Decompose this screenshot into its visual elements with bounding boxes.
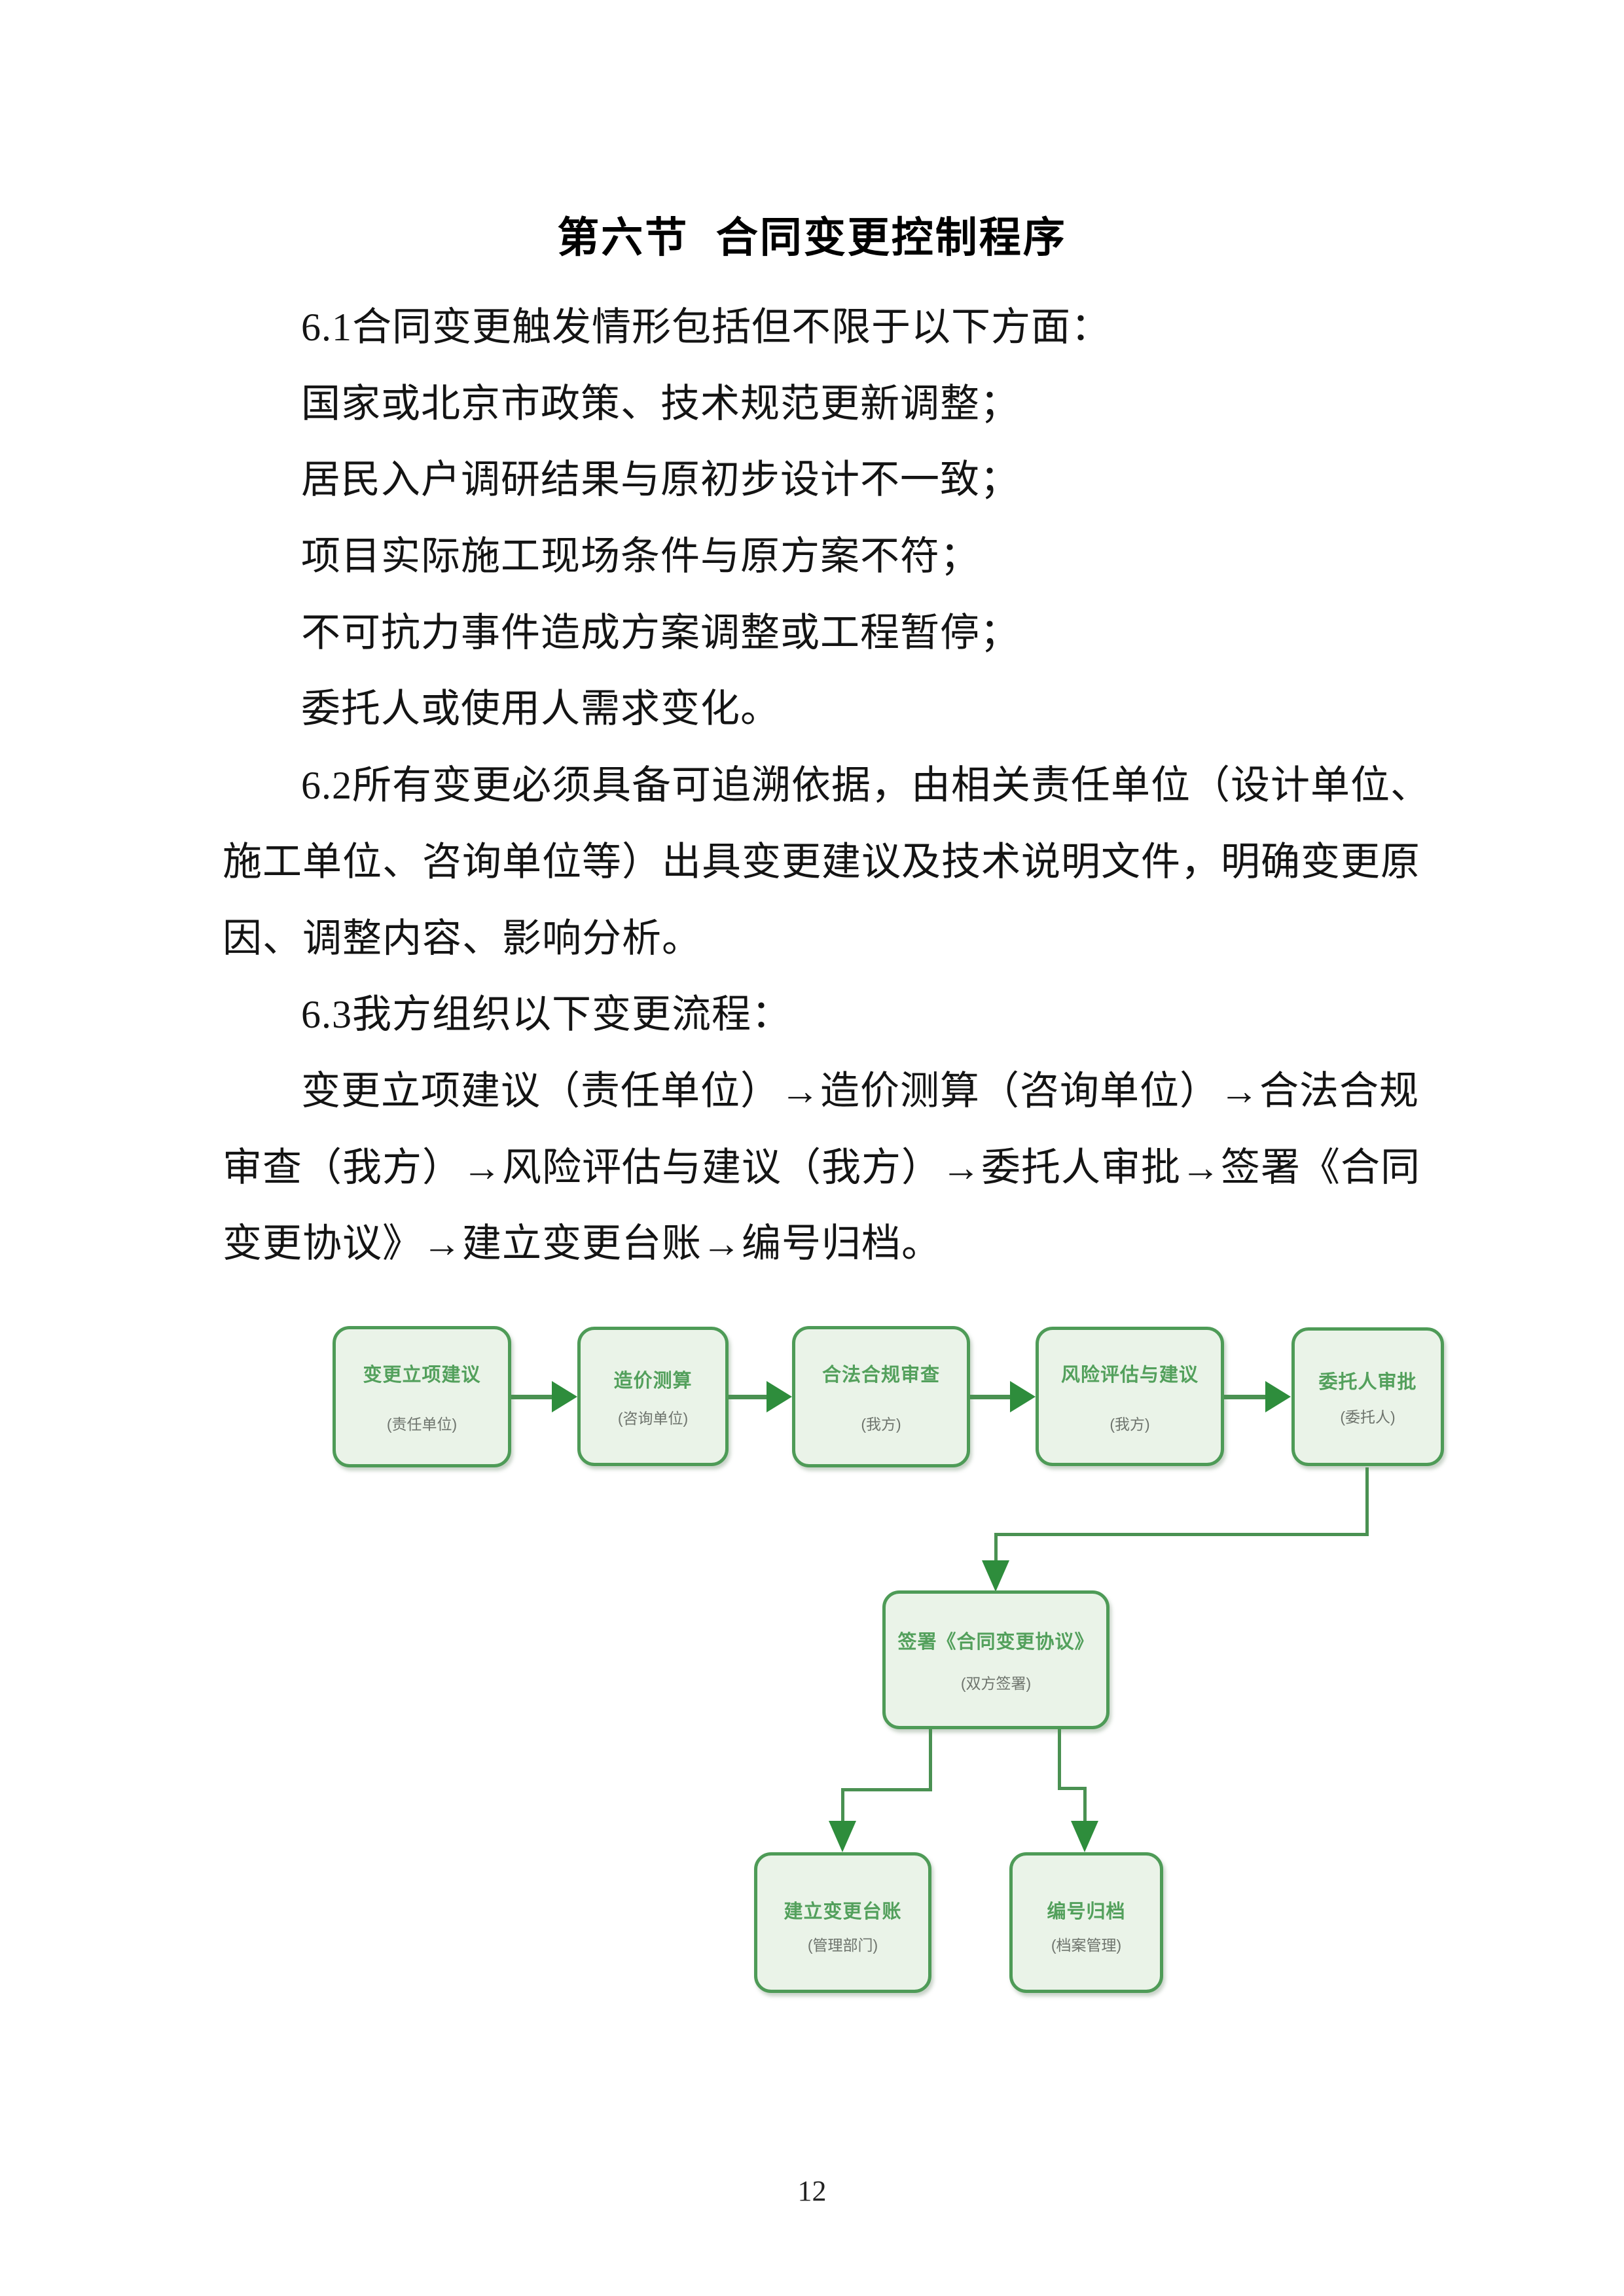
flow-box-change-ledger: 建立变更台账 (管理部门): [754, 1852, 931, 1993]
flow-box-client-approval: 委托人审批 (委托人): [1291, 1327, 1444, 1466]
arrow-right-icon: [552, 1381, 577, 1412]
flow-box-title: 变更立项建议: [363, 1365, 481, 1386]
flow-box-title: 签署《合同变更协议》: [897, 1632, 1094, 1653]
connector-line: [1058, 1729, 1061, 1790]
page-number: 12: [797, 2175, 827, 2207]
paragraph-block: 6.1合同变更触发情形包括但不限于以下方面： 国家或北京市政策、技术规范更新调整…: [223, 289, 1430, 1282]
connector-line: [729, 1395, 768, 1399]
arrow-down-icon: [829, 1821, 856, 1852]
paragraph-line: 审查（我方）→风险评估与建议（我方）→委托人审批→签署《合同: [223, 1145, 1420, 1189]
flow-box-cost-estimate: 造价测算 (咨询单位): [577, 1327, 729, 1466]
connector-line: [929, 1729, 932, 1791]
connector-line: [1058, 1787, 1087, 1790]
paragraph-line: 6.1合同变更触发情形包括但不限于以下方面：: [301, 306, 1111, 349]
flow-box-subtitle: (委托人): [1340, 1408, 1396, 1426]
flow-box-subtitle: (咨询单位): [617, 1409, 689, 1427]
flow-box-title: 风险评估与建议: [1060, 1364, 1199, 1386]
flow-box-change-proposal: 变更立项建议 (责任单位): [333, 1326, 511, 1467]
flow-box-risk-assessment: 风险评估与建议 (我方): [1036, 1327, 1224, 1466]
flow-box-subtitle: (双方签署): [960, 1675, 1032, 1692]
arrow-down-icon: [1071, 1821, 1098, 1852]
flow-box-subtitle: (档案管理): [1051, 1937, 1122, 1954]
paragraph-line: 变更立项建议（责任单位）→造价测算（咨询单位）→合法合规: [301, 1069, 1419, 1113]
arrow-down-icon: [982, 1560, 1009, 1592]
flow-box-title: 建立变更台账: [784, 1901, 902, 1922]
paragraph-line: 施工单位、咨询单位等）出具变更建议及技术说明文件，明确变更原: [223, 840, 1420, 884]
flow-box-title: 委托人审批: [1318, 1372, 1417, 1393]
arrow-right-icon: [1010, 1381, 1036, 1412]
connector-line: [511, 1395, 553, 1399]
connector-line: [1365, 1467, 1369, 1536]
paragraph-line: 6.2所有变更必须具备可追溯依据，由相关责任单位（设计单位、: [301, 764, 1430, 808]
paragraph-line: 6.3我方组织以下变更流程：: [301, 993, 791, 1037]
connector-line: [994, 1533, 1369, 1536]
flow-box-sign-agreement: 签署《合同变更协议》 (双方签署): [882, 1590, 1110, 1729]
connector-line: [970, 1395, 1011, 1399]
paragraph-line: 因、调整内容、影响分析。: [223, 916, 702, 960]
section-title: 第六节 合同变更控制程序: [557, 214, 1067, 261]
paragraph-line: 项目实际施工现场条件与原方案不符；: [301, 535, 980, 579]
flow-box-subtitle: (我方): [861, 1416, 901, 1433]
flow-box-subtitle: (管理部门): [807, 1937, 878, 1954]
flow-box-title: 编号归档: [1047, 1901, 1126, 1922]
paragraph-line: 不可抗力事件造成方案调整或工程暂停；: [301, 611, 1020, 655]
paragraph-line: 委托人或使用人需求变化。: [301, 687, 780, 731]
connector-line: [994, 1533, 998, 1562]
paragraph-line: 变更协议》→建立变更台账→编号归档。: [223, 1222, 941, 1266]
paragraph-line: 国家或北京市政策、技术规范更新调整；: [301, 382, 1020, 425]
connector-line: [1083, 1787, 1087, 1822]
flow-box-subtitle: (责任单位): [386, 1416, 458, 1433]
connector-line: [1224, 1395, 1267, 1399]
flow-box-compliance-review: 合法合规审查 (我方): [792, 1326, 970, 1467]
connector-line: [841, 1788, 844, 1822]
paragraph-line: 居民入户调研结果与原初步设计不一致；: [301, 458, 1020, 502]
flow-box-title: 合法合规审查: [821, 1365, 940, 1386]
flow-box-number-archive: 编号归档 (档案管理): [1009, 1852, 1163, 1993]
arrow-right-icon: [1265, 1381, 1291, 1412]
connector-line: [841, 1788, 932, 1791]
flow-box-subtitle: (我方): [1110, 1415, 1150, 1433]
flow-box-title: 造价测算: [613, 1370, 693, 1391]
arrow-right-icon: [767, 1381, 792, 1412]
